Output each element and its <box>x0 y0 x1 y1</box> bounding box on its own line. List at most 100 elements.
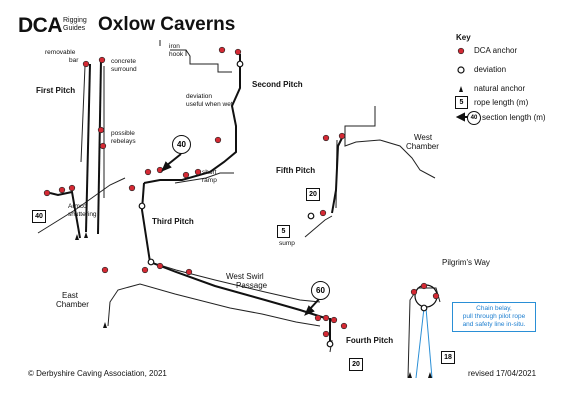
note-armco-2: shuttering <box>68 211 97 218</box>
natural-anchor <box>428 372 432 378</box>
first-pitch-wall-left <box>80 65 86 163</box>
brand-logo: DCA <box>18 14 63 37</box>
note-removable-bar-1: removable <box>45 49 76 56</box>
anchor <box>141 266 149 274</box>
pointer-second <box>165 153 182 167</box>
rope-length-sump: 5 <box>277 225 290 238</box>
natural-anchor <box>75 234 79 240</box>
legend-section-sample: 40 <box>467 111 481 125</box>
legend-natural-label: natural anchor <box>474 84 526 93</box>
label-pilgrims-way: Pilgrim's Way <box>442 258 490 267</box>
note-iron-2: hook <box>169 51 184 58</box>
anchor <box>144 168 152 176</box>
chain-belay-note-line1: Chain belay, <box>476 305 512 312</box>
brand-sub-guides: Guides <box>63 25 86 32</box>
note-concrete-1: concrete <box>111 58 136 65</box>
note-sump: sump <box>279 240 295 247</box>
anchor <box>82 60 90 68</box>
anchor <box>338 132 346 140</box>
deviation-marker <box>147 258 155 266</box>
section-length-west-swirl: 60 <box>311 281 330 300</box>
anchor <box>97 126 105 134</box>
rope-length-pilgrims: 18 <box>441 351 455 364</box>
third-pitch-ledge <box>174 172 234 184</box>
anchor <box>234 48 242 56</box>
anchor <box>99 142 107 150</box>
label-fifth-pitch: Fifth Pitch <box>276 166 316 175</box>
anchor <box>214 136 222 144</box>
anchor <box>156 262 164 270</box>
first-pitch-rope-1 <box>85 63 91 233</box>
east-chamber-floor <box>107 283 321 327</box>
label-west-swirl-2: Passage <box>236 281 268 290</box>
legend-section-label: section length (m) <box>482 113 546 122</box>
west-swirl-roof <box>149 261 321 303</box>
label-fourth-pitch: Fourth Pitch <box>346 336 394 345</box>
first-pitch-floor <box>37 177 126 234</box>
anchor <box>410 288 418 296</box>
label-east-chamber-1: East <box>62 291 79 300</box>
anchor <box>340 322 348 330</box>
footer-copyright: © Derbyshire Caving Association, 2021 <box>28 369 167 378</box>
deviation-marker <box>236 60 244 68</box>
second-pitch-rope <box>143 54 241 184</box>
legend-anchor-label: DCA anchor <box>474 46 518 55</box>
label-second-pitch: Second Pitch <box>252 80 303 89</box>
anchor <box>182 171 190 179</box>
anchor <box>101 266 109 274</box>
page-title: Oxlow Caverns <box>98 14 236 35</box>
note-concrete-2: surround <box>111 66 137 73</box>
west-swirl-rope <box>149 261 326 319</box>
note-short-ramp-2: ramp <box>202 177 217 184</box>
note-armco-1: Armco <box>68 203 87 210</box>
pointer-second-head <box>161 161 172 172</box>
deviation-marker <box>138 202 146 210</box>
note-iron-1: iron <box>169 43 180 50</box>
legend-anchor <box>457 47 465 55</box>
natural-anchor <box>84 232 88 238</box>
label-west-chamber-2: Chamber <box>406 142 439 151</box>
fifth-pitch-rope <box>331 137 343 214</box>
natural-anchor <box>103 322 107 328</box>
first-pitch-rope-2 <box>97 59 102 235</box>
legend-deviation <box>457 66 465 74</box>
chain-belay-note: Chain belay, pull through pilot rope and… <box>452 302 536 332</box>
note-removable-bar-2: bar <box>69 57 79 64</box>
legend-rope-label: rope length (m) <box>474 98 529 107</box>
anchor <box>314 314 322 322</box>
pointer-west-swirl-head <box>304 305 315 316</box>
note-deviation-2: useful when wet <box>186 101 233 108</box>
footer-revised: revised 17/04/2021 <box>468 369 537 378</box>
note-deviation-1: deviation <box>186 93 213 100</box>
pilgrims-rope-1 <box>415 307 425 379</box>
legend-rope-sample: 5 <box>455 96 468 109</box>
anchor <box>432 292 440 300</box>
anchor <box>194 168 202 176</box>
anchor <box>185 268 193 276</box>
note-possible-2: rebelays <box>111 138 136 145</box>
label-east-chamber-2: Chamber <box>56 300 89 309</box>
deviation-marker <box>326 340 334 348</box>
natural-anchor <box>408 372 412 378</box>
third-pitch-rope <box>140 182 151 263</box>
anchor <box>330 316 338 324</box>
first-pitch-rope-lower <box>49 190 81 239</box>
deviation-marker <box>307 212 315 220</box>
anchor <box>128 184 136 192</box>
legend-title: Key <box>456 33 471 42</box>
sump-floor <box>304 215 333 238</box>
anchor <box>98 56 106 64</box>
deviation-marker <box>420 304 428 312</box>
label-third-pitch: Third Pitch <box>152 217 194 226</box>
label-west-swirl-1: West Swirl <box>226 272 264 281</box>
note-short-ramp-1: short <box>202 169 217 176</box>
anchor <box>319 209 327 217</box>
fifth-pitch-wall-top <box>344 106 436 179</box>
section-length-second: 40 <box>172 135 191 154</box>
anchor <box>420 282 428 290</box>
chain-belay-note-line2: pull through pilot rope <box>462 313 526 320</box>
anchor <box>68 184 76 192</box>
pilgrims-rope-2 <box>425 307 433 379</box>
pointer-legend-head <box>455 112 465 122</box>
